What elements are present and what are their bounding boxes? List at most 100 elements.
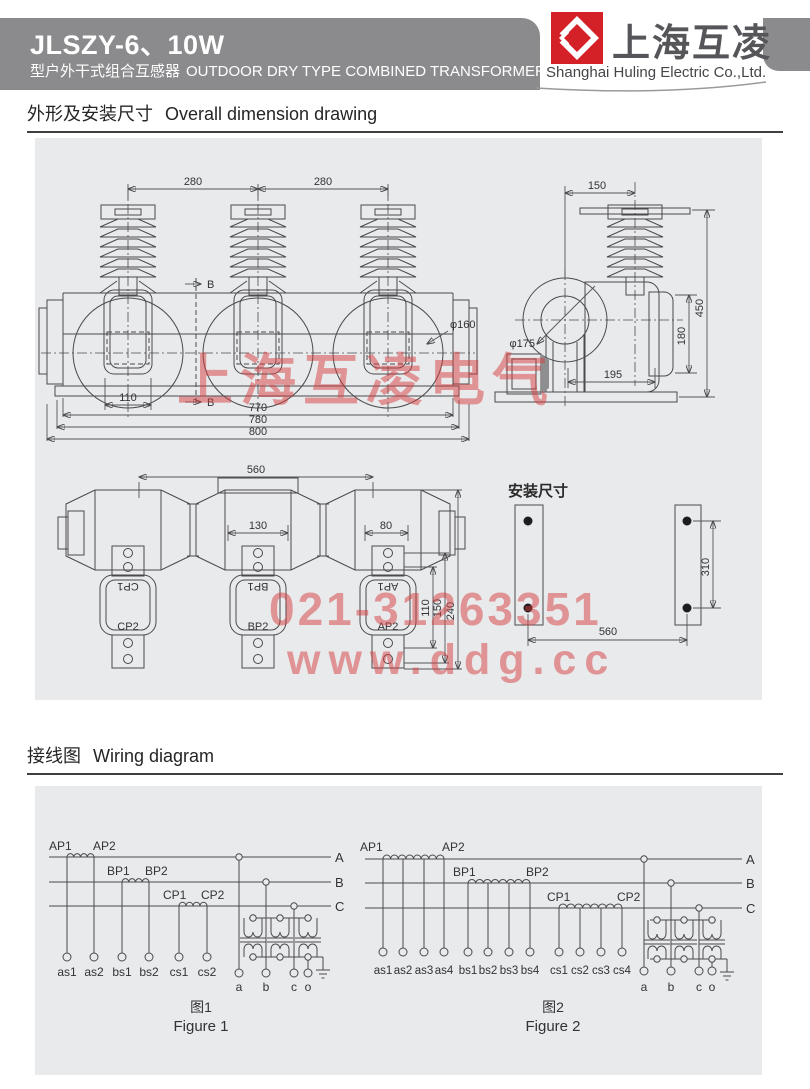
terminal-as4: as4 [435,965,454,977]
winding-bp1: BP1 [107,864,130,878]
dim-780: 780 [249,414,267,426]
terminal-ap2: AP2 [378,621,399,633]
front-view-drawing: B B 280 280 φ160 110 770 780 800 [38,176,478,441]
header-band [0,18,540,90]
dim-mount-310: 310 [700,558,712,576]
phase-c-label: C [746,901,755,916]
dim-mid-130: 130 [249,520,267,532]
secondary-b: b [668,980,675,994]
wiring-diagram-panel: A B C AP1 AP2 BP1 BP2 CP1 CP2 as1 as2 bs… [35,786,762,1075]
terminal-bs3: bs3 [500,965,519,977]
phase-b-label: B [746,876,755,891]
bottom-view-drawing: CP1 CP2 BP1 BP2 AP1 AP2 560 130 80 110 1… [57,464,466,669]
terminal-as1: as1 [57,965,77,979]
header-corner-tab [763,18,810,71]
header-swoosh-line [535,81,767,92]
dim-core-diameter: φ175 [510,338,536,350]
section-title-dimensions: 外形及安装尺寸 Overall dimension drawing [27,100,783,133]
dim-span-560: 560 [247,464,265,476]
winding-ap1: AP1 [360,840,383,854]
terminal-cs2: cs2 [571,965,589,977]
section-b-label: B [207,397,214,409]
section-title-wiring: 接线图 Wiring diagram [27,742,783,775]
dim-v110: 110 [420,599,432,617]
dim-right-80: 80 [380,520,392,532]
company-name-chinese: 上海互凌 [612,23,773,65]
dim-top-150: 150 [588,180,606,192]
terminal-bs1: bs1 [112,965,132,979]
terminal-bp1: BP1 [248,580,269,592]
side-view-drawing: 150 φ175 450 180 195 [494,180,715,406]
secondary-c: c [696,980,702,994]
phase-a-label: A [335,850,344,865]
terminal-cp1: CP1 [117,580,138,592]
winding-ap1: AP1 [49,839,72,853]
figure1-caption-en: Figure 1 [173,1018,228,1035]
dim-pitch-right: 280 [314,176,332,188]
winding-cp2: CP2 [201,888,225,902]
dim-770: 770 [249,402,267,414]
dim-pitch-left: 280 [184,176,202,188]
dim-depth-195: 195 [604,369,622,381]
terminal-as2: as2 [394,965,413,977]
dim-inner-180: 180 [676,327,688,345]
secondary-b: b [263,980,270,994]
winding-bp2: BP2 [526,865,549,879]
terminal-cs1: cs1 [550,965,568,977]
terminal-bs2: bs2 [479,965,498,977]
dim-v150: 150 [432,599,444,617]
phase-a-label: A [746,852,755,867]
terminal-cs4: cs4 [613,965,632,977]
product-model-title: JLSZY-6、10W [30,30,225,60]
section1-chinese: 外形及安装尺寸 [27,104,153,124]
wiring-diagram-svg: A B C AP1 AP2 BP1 BP2 CP1 CP2 as1 as2 bs… [49,839,755,1035]
winding-ap2: AP2 [93,839,116,853]
terminal-cs1: cs1 [170,965,189,979]
subtitle-english: OUTDOOR DRY TYPE COMBINED TRANSFORMER [186,63,546,80]
winding-cp2: CP2 [617,890,641,904]
terminal-as3: as3 [415,965,434,977]
winding-cp1: CP1 [547,890,571,904]
dimension-drawing-panel: B B 280 280 φ160 110 770 780 800 [35,138,762,700]
terminal-ap1: AP1 [378,580,399,592]
secondary-o: o [709,980,716,994]
section2-english: Wiring diagram [93,746,215,766]
company-name-english: Shanghai Huling Electric Co.,Ltd. [546,64,767,81]
figure2-caption-en: Figure 2 [525,1018,580,1035]
terminal-bs2: bs2 [139,965,159,979]
winding-bp2: BP2 [145,864,168,878]
dim-pot-diameter: φ160 [450,319,476,331]
terminal-bp2: BP2 [248,621,269,633]
section1-english: Overall dimension drawing [165,104,378,124]
secondary-c: c [291,980,297,994]
mounting-title: 安装尺寸 [508,482,568,500]
figure2-caption-cn: 图2 [542,999,564,1015]
dim-800: 800 [249,426,267,438]
terminal-bs1: bs1 [459,965,478,977]
phase-c-label: C [335,899,344,914]
figure1-diagram: A B C AP1 AP2 BP1 BP2 CP1 CP2 as1 as2 bs… [49,839,344,1035]
phase-b-label: B [335,875,344,890]
terminal-as1: as1 [374,965,393,977]
company-logo-icon [551,12,603,64]
winding-cp1: CP1 [163,888,187,902]
terminal-as2: as2 [84,965,104,979]
secondary-a: a [641,980,648,994]
section2-chinese: 接线图 [27,746,81,766]
mounting-dimensions-drawing: 安装尺寸 310 560 [508,482,721,646]
dim-window-width: 110 [119,392,137,404]
terminal-bs4: bs4 [521,965,540,977]
figure2-diagram: A B C AP1 AP2 BP1 BP2 CP1 CP2 as1 a [360,840,755,1035]
dim-v240: 240 [445,602,457,620]
winding-bp1: BP1 [453,865,476,879]
secondary-o: o [305,980,312,994]
terminal-cs2: cs2 [198,965,217,979]
section-b-label: B [207,279,214,291]
terminal-cp2: CP2 [117,621,138,633]
winding-ap2: AP2 [442,840,465,854]
dim-height-450: 450 [694,299,706,317]
dim-mount-560: 560 [599,626,617,638]
dimension-drawing-svg: B B 280 280 φ160 110 770 780 800 [38,176,721,700]
